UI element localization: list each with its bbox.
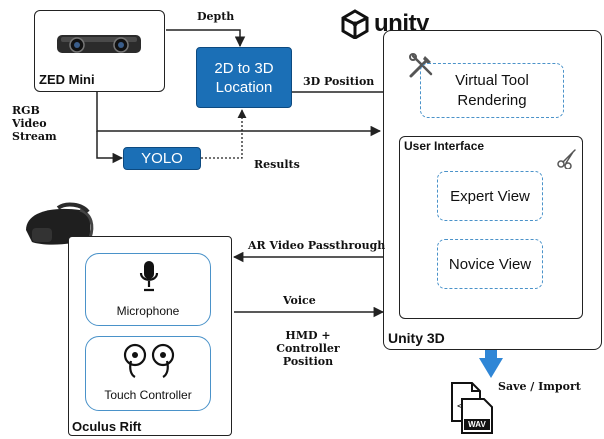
yolo-box: YOLO: [123, 147, 201, 170]
results-arrow: [201, 109, 247, 159]
touch-controller-box: Touch Controller: [85, 336, 211, 411]
expert-view-box: Expert View: [437, 171, 543, 221]
novice-view-label: Novice View: [448, 255, 532, 273]
wav-label: WAV: [468, 420, 486, 429]
depth-label: Depth: [197, 10, 235, 23]
touch-controller-icon: [123, 343, 175, 378]
wav-file-icon: [461, 398, 493, 434]
virtual-tool-box: Virtual Tool Rendering: [420, 63, 564, 118]
user-interface-label: User Interface: [404, 139, 485, 153]
touch-controller-label: Touch Controller: [104, 388, 192, 402]
rgb-stream-label: RGB Video Stream: [12, 104, 57, 143]
novice-view-box: Novice View: [437, 239, 543, 289]
voice-label: Voice: [283, 294, 316, 307]
yolo-branch-arrow: [96, 131, 124, 164]
zed-mini-label: ZED Mini: [39, 72, 95, 87]
vr-headset-icon: [26, 202, 94, 245]
virtual-tool-label: Virtual Tool Rendering: [455, 71, 529, 109]
microphone-icon: [139, 261, 159, 292]
position-label: 3D Position: [303, 75, 375, 88]
expert-view-label: Expert View: [450, 187, 530, 205]
depth-arrow: [166, 29, 246, 48]
passthrough-label: AR Video Passthrough: [248, 239, 386, 252]
file-icons: </>: [451, 382, 493, 434]
location-box-label: 2D to 3D Location: [214, 59, 274, 96]
unity-3d-label: Unity 3D: [388, 330, 445, 346]
scissors-icon: [557, 149, 576, 169]
save-import-label: Save / Import: [498, 380, 581, 393]
results-label: Results: [254, 158, 300, 171]
microphone-label: Microphone: [116, 304, 180, 318]
microphone-box: Microphone: [85, 253, 211, 326]
hmd-label: HMD + Controller Position: [276, 329, 340, 368]
yolo-box-label: YOLO: [141, 150, 183, 167]
unity-cube-icon: [341, 9, 369, 39]
oculus-rift-label: Oculus Rift: [72, 419, 142, 434]
location-box: 2D to 3D Location: [196, 47, 292, 108]
stereo-camera-icon: [57, 35, 141, 53]
zed-mini-box: ZED Mini: [34, 10, 165, 92]
